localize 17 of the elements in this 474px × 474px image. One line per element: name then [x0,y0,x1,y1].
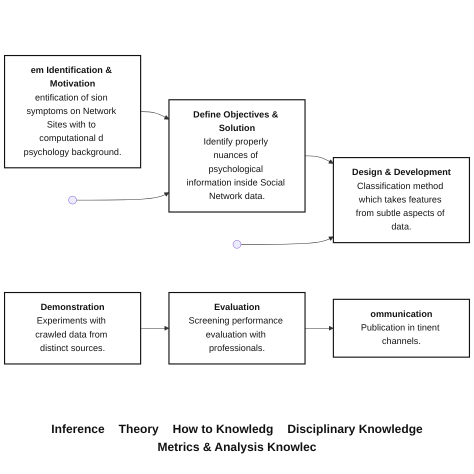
node-box: Define Objectives & Solution Identify properly nuances of psychological information inside Social Network data. [168,99,306,213]
arrow [76,192,170,201]
annotation-label: Disciplinary Knowledge [287,422,423,436]
arrow [304,156,334,164]
node-box: em Identification & Motivation entification of sion symptoms on Network Sites with to computational d psychology background. [4,55,142,169]
node-box: ommunication Publication in tinent channels. [332,299,470,358]
node-box: Demonstration Experiments with crawled data from distinct sources. [4,292,142,365]
arrow [304,326,334,331]
annotation-label: Metrics & Analysis Knowlec [158,440,316,454]
annotation-label: How to Knowledg [172,422,274,436]
node-box: Design & Development Classification method which takes features from subtle aspects of data. [332,157,470,244]
annotation-label: Theory [118,422,159,436]
node-box: Evaluation Screening performance evaluation with professionals. [168,292,306,365]
arrow [140,326,170,331]
arrow [240,236,334,245]
arrow [140,112,170,120]
annotation-label: Inference [51,422,105,436]
